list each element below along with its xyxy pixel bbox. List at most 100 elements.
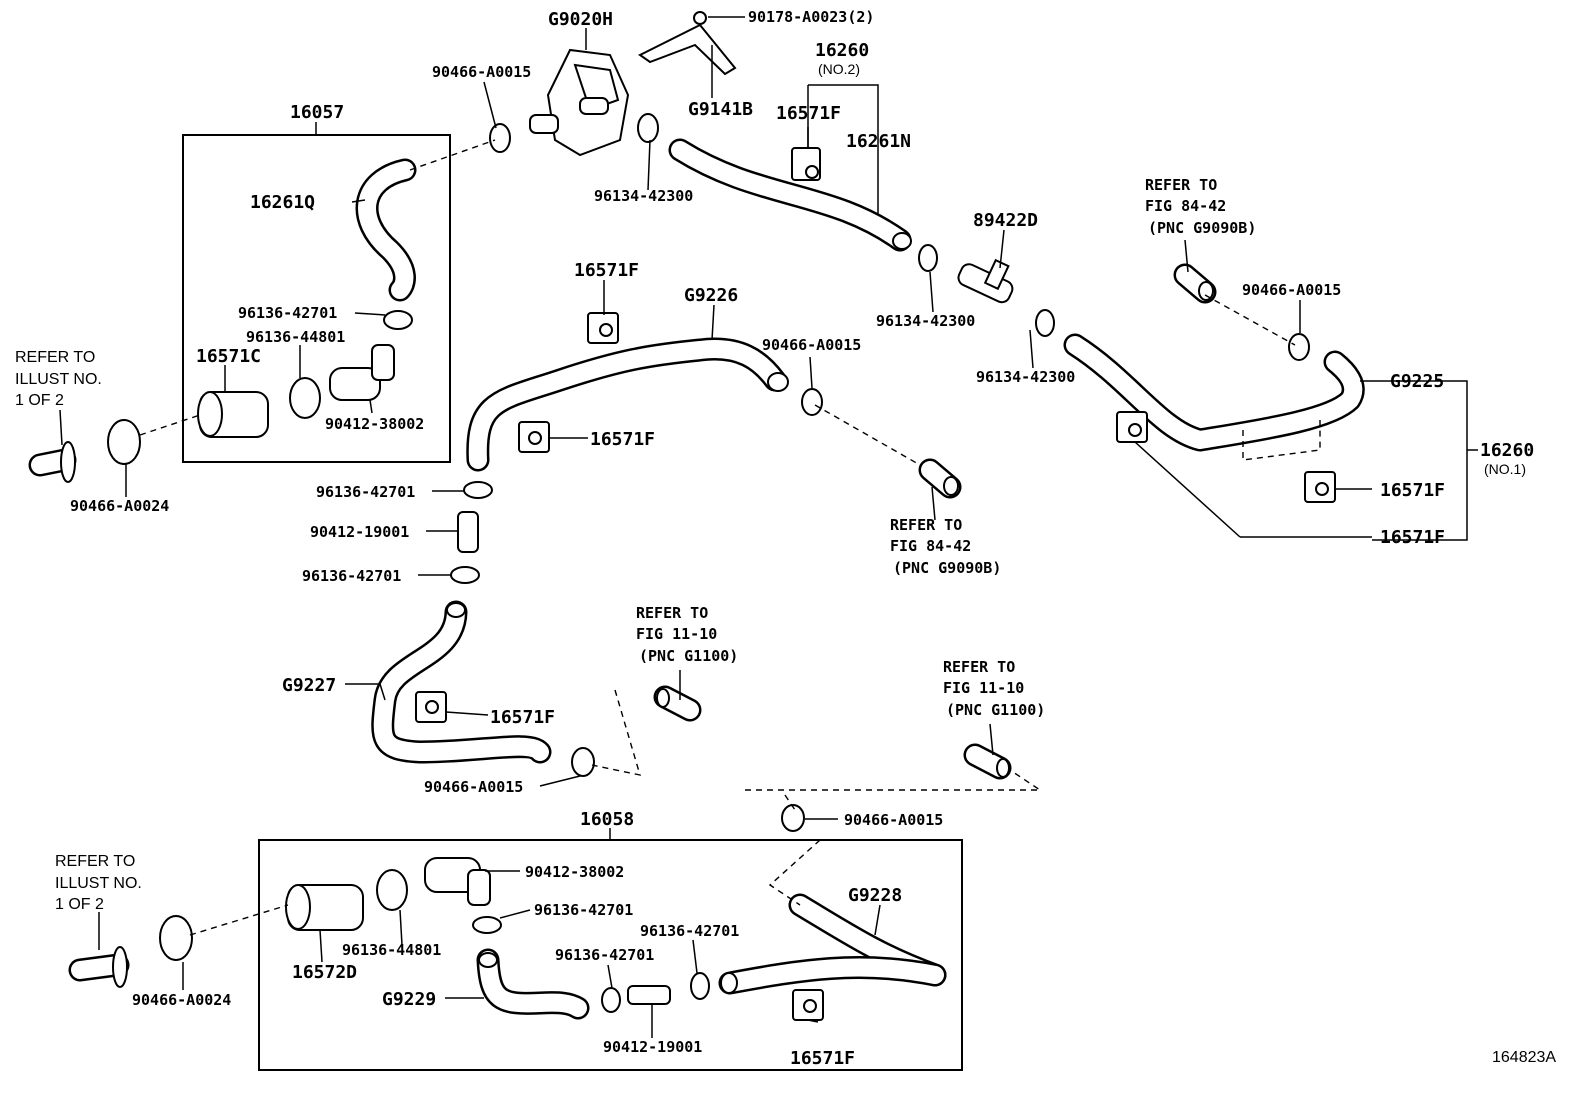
joint-90412-38002-b	[424, 857, 491, 906]
label-90466-a0015-right: 90466-A0015	[1242, 281, 1341, 299]
valve-16571f-low	[415, 691, 447, 723]
ref-fig84-mid-3: (PNC G9090B)	[893, 559, 1001, 577]
ref-fig11b-1: REFER TO	[943, 658, 1015, 676]
label-90466-a0015-mid: 90466-A0015	[762, 336, 861, 354]
label-16572d: 16572D	[292, 962, 357, 983]
label-90412-19001-b: 90412-19001	[603, 1038, 702, 1056]
label-16571c: 16571C	[196, 346, 261, 367]
ref-illust-top-2: ILLUST NO.	[15, 371, 102, 388]
valve-16571f-mid	[587, 312, 619, 344]
label-16571f-mid: 16571F	[574, 260, 639, 281]
label-16260-no2: 16260	[815, 40, 869, 61]
hose-16261n	[668, 138, 912, 252]
label-96136-42701-b: 96136-42701	[316, 483, 415, 501]
joint-90412-19001-b	[627, 985, 671, 1005]
diagram-id: 164823A	[1492, 1049, 1556, 1066]
hose-16571c	[197, 391, 269, 438]
label-16571f-low: 16571F	[490, 707, 555, 728]
ref-fig84-mid-1: REFER TO	[890, 516, 962, 534]
label-16571f-g9226: 16571F	[590, 429, 655, 450]
label-90466-a0015-top: 90466-A0015	[432, 63, 531, 81]
ref-fig11a-2: FIG 11-10	[636, 625, 717, 643]
valve-16571f-g9226	[518, 421, 550, 453]
ref-illust-top-3: 1 OF 2	[15, 392, 64, 409]
pipe-stub-left-top	[28, 441, 77, 483]
ref-fig11b-3: (PNC G1100)	[946, 701, 1045, 719]
label-16571f-top: 16571F	[776, 103, 841, 124]
label-90412-38002-a: 90412-38002	[325, 415, 424, 433]
bracket-g9141b	[638, 11, 737, 76]
label-96136-44801-a: 96136-44801	[246, 328, 345, 346]
label-g9225: G9225	[1390, 371, 1444, 392]
label-16261n: 16261N	[846, 131, 911, 152]
pipe-stub-fig84-top	[1173, 263, 1217, 304]
hose-g9227	[371, 600, 552, 764]
hose-g9225	[1063, 333, 1365, 452]
sensor-89422d	[957, 258, 1014, 304]
label-16571f-r2: 16571F	[1380, 527, 1445, 548]
label-96134-42300-a: 96134-42300	[594, 187, 693, 205]
label-90466-a0015-bot: 90466-A0015	[844, 811, 943, 829]
label-g9226: G9226	[684, 285, 738, 306]
ref-fig84-top-1: REFER TO	[1145, 176, 1217, 194]
pump-g9020h	[529, 48, 630, 157]
label-no2: (NO.2)	[818, 61, 860, 77]
label-g9229: G9229	[382, 989, 436, 1010]
label-90412-38002-b: 90412-38002	[525, 863, 624, 881]
ref-fig11a-3: (PNC G1100)	[639, 647, 738, 665]
hose-16572d	[285, 884, 364, 931]
ref-fig84-top-3: (PNC G9090B)	[1148, 219, 1256, 237]
ref-illust-bot-1: REFER TO	[55, 853, 135, 870]
label-g9141b: G9141B	[688, 99, 753, 120]
valve-16571f-bot	[792, 989, 824, 1021]
hose-g9229	[476, 948, 590, 1020]
joint-90412-38002-a	[329, 344, 395, 401]
label-96136-42701-e: 96136-42701	[640, 922, 739, 940]
label-16571f-bot: 16571F	[790, 1048, 855, 1069]
label-96136-42701-c: 96136-42701	[302, 567, 401, 585]
valve-16571f-r2	[1304, 471, 1336, 503]
valve-16571f-r1	[1116, 411, 1148, 443]
label-90466-a0024-a: 90466-A0024	[70, 497, 169, 515]
label-89422d: 89422D	[973, 210, 1038, 231]
pipe-stub-left-bot	[68, 946, 130, 988]
hose-g9226	[466, 337, 789, 472]
valve-16571f-top	[791, 147, 821, 181]
label-g9228: G9228	[848, 885, 902, 906]
joint-90412-19001-a	[457, 511, 479, 553]
label-90466-a0015-low: 90466-A0015	[424, 778, 523, 796]
label-16058: 16058	[580, 809, 634, 830]
ref-fig11b-2: FIG 11-10	[943, 679, 1024, 697]
label-96134-42300-c: 96134-42300	[976, 368, 1075, 386]
label-16057: 16057	[290, 102, 344, 123]
ref-fig84-mid-2: FIG 84-42	[890, 537, 971, 555]
label-90178-a0023: 90178-A0023(2)	[748, 8, 874, 26]
leader-lines	[59, 16, 1478, 1038]
label-90466-a0024-b: 90466-A0024	[132, 991, 231, 1009]
label-g9227: G9227	[282, 675, 336, 696]
label-g9020h: G9020H	[548, 9, 613, 30]
ref-illust-bot-2: ILLUST NO.	[55, 875, 142, 892]
label-96136-42701-a: 96136-42701	[238, 304, 337, 322]
pipe-stub-fig11-a	[653, 685, 702, 722]
hose-g9228	[718, 893, 947, 995]
pipe-stub-fig11-b	[963, 743, 1012, 780]
part-labels: G9020H 90178-A0023(2) G9141B 16260 (NO.2…	[70, 8, 1534, 1069]
label-16571f-r1: 16571F	[1380, 480, 1445, 501]
ref-illust-top-1: REFER TO	[15, 349, 95, 366]
clamps	[107, 113, 1310, 1013]
ref-fig11a-1: REFER TO	[636, 604, 708, 622]
ref-fig84-top-2: FIG 84-42	[1145, 197, 1226, 215]
reference-notes: REFER TO ILLUST NO. 1 OF 2 REFER TO ILLU…	[15, 176, 1256, 913]
label-96136-42701-d: 96136-42701	[534, 901, 633, 919]
label-no1: (NO.1)	[1484, 461, 1526, 477]
label-16260-no1: 16260	[1480, 440, 1534, 461]
dashed-connections	[139, 139, 1321, 936]
hose-16261q	[355, 158, 417, 302]
ref-illust-bot-3: 1 OF 2	[55, 896, 104, 913]
label-96136-42701-f: 96136-42701	[555, 946, 654, 964]
label-96134-42300-b: 96134-42300	[876, 312, 975, 330]
label-90412-19001-a: 90412-19001	[310, 523, 409, 541]
label-96136-44801-b: 96136-44801	[342, 941, 441, 959]
